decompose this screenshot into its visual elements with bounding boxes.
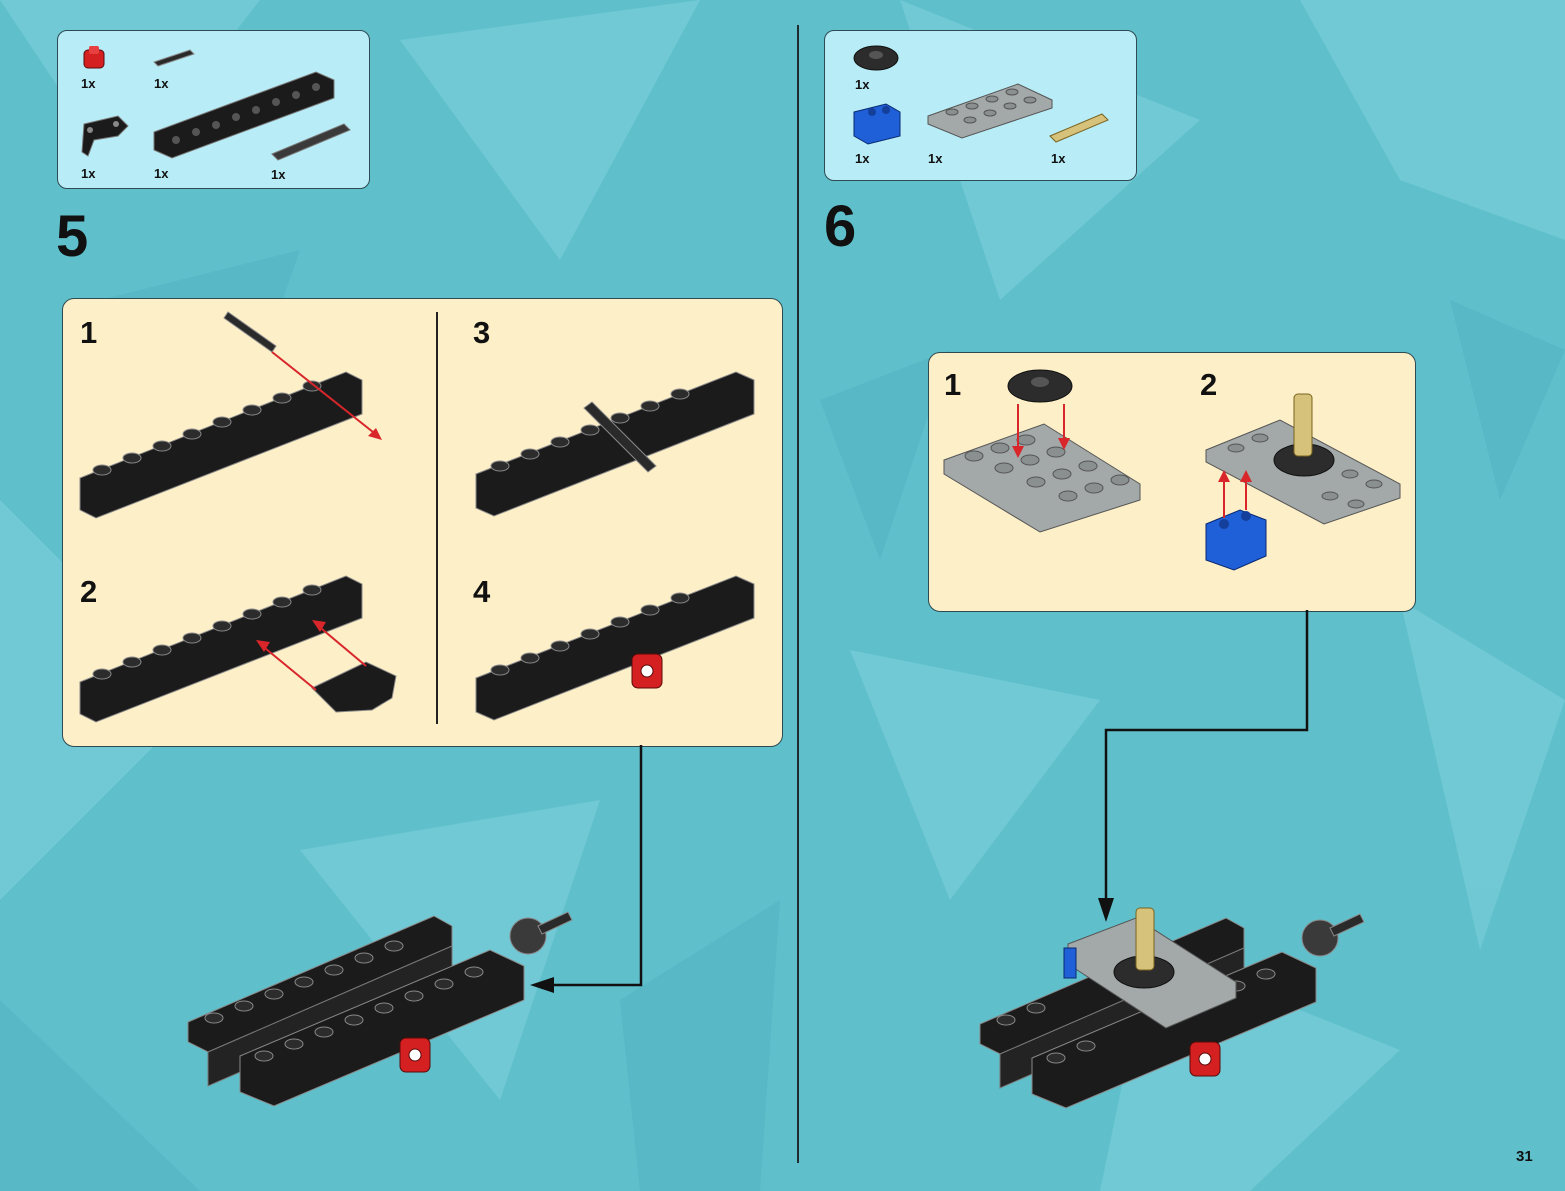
step-5-substep-3-number: 3: [473, 317, 490, 348]
step-5-substep-separator: [436, 312, 438, 724]
gray-plate-part-icon: [924, 80, 1056, 142]
step-6-qty-1: 1x: [855, 77, 869, 92]
step-5-qty-4: 1x: [154, 166, 168, 181]
step-5-substep-1-illustration: [76, 306, 386, 521]
step-5-substep-3-illustration: [472, 362, 762, 522]
dark-axle-part-icon: [268, 120, 352, 164]
step-6-qty-2: 1x: [855, 151, 869, 166]
tan-pin-part-icon: [1046, 110, 1112, 146]
page-divider: [797, 25, 799, 1163]
round-plate-part-icon: [850, 42, 902, 74]
page-number: 31: [1516, 1148, 1533, 1165]
step-6-connector-arrow: [1096, 610, 1316, 930]
black-liftarm-part-icon: [78, 110, 132, 162]
step-5-qty-5: 1x: [271, 167, 285, 182]
step-5-number: 5: [56, 208, 88, 266]
step-6-qty-4: 1x: [1051, 151, 1065, 166]
black-axle-pin-part-icon: [150, 46, 198, 68]
step-6-qty-3: 1x: [928, 151, 942, 166]
step-5-qty-1: 1x: [81, 76, 95, 91]
step-5-substep-4-illustration: [472, 566, 762, 726]
step-6-number: 6: [824, 198, 856, 256]
step-6-substep-2-illustration: [1200, 384, 1406, 574]
step-5-qty-3: 1x: [81, 166, 95, 181]
step-6-substep-1-illustration: [940, 364, 1146, 534]
step-6-result-model: [976, 908, 1368, 1118]
red-bush-part-icon: [80, 44, 112, 74]
step-5-substep-2-illustration: [76, 566, 406, 726]
step-5-result-model: [184, 906, 576, 1116]
blue-technic-brick-part-icon: [850, 102, 904, 144]
